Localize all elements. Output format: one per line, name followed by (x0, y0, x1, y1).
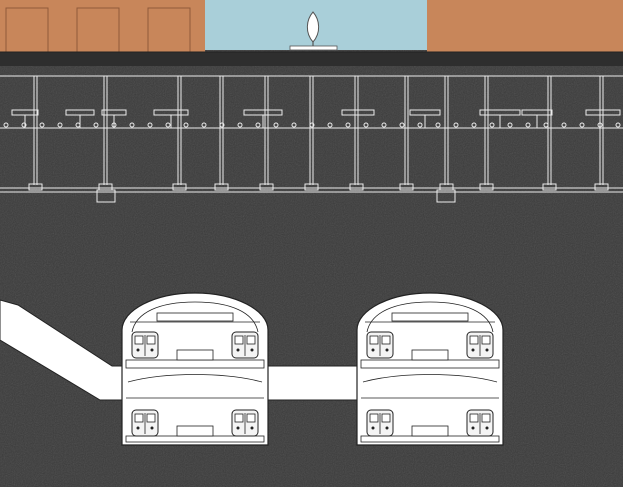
fixture (165, 122, 171, 128)
mezzanine-arch (127, 374, 263, 383)
mezzanine-arch (362, 374, 498, 383)
center-platform (411, 349, 449, 361)
ventilation-duct (156, 312, 234, 322)
fixture (183, 122, 189, 128)
center-platform (176, 425, 214, 437)
fixture (237, 122, 243, 128)
ground-left-block (0, 0, 205, 52)
fixture (399, 122, 405, 128)
upper-deck (125, 359, 265, 369)
column-footing (214, 183, 229, 191)
column-footing (28, 183, 43, 191)
fixture (273, 122, 279, 128)
fixture (417, 122, 423, 128)
tree-icon (289, 11, 338, 51)
tunnels (121, 292, 504, 446)
column-footing (542, 183, 557, 191)
tunnel-shell (121, 292, 269, 446)
lower-deck (125, 435, 265, 443)
lower-deck (360, 435, 500, 443)
fixture (111, 122, 117, 128)
subway-car-icon (466, 331, 494, 359)
subway-car-icon (366, 409, 394, 437)
fixture (579, 122, 585, 128)
fixture (309, 122, 315, 128)
fixture (201, 122, 207, 128)
fixture (147, 122, 153, 128)
column-footing (259, 183, 274, 191)
subway-car-icon (131, 331, 159, 359)
fixture (291, 122, 297, 128)
cross-passage (261, 365, 359, 401)
tunnel-shell (356, 292, 504, 446)
fixture (75, 122, 81, 128)
center-platform (176, 349, 214, 361)
column-footing (172, 183, 187, 191)
subway-car-icon (231, 331, 259, 359)
column-footing (594, 183, 609, 191)
connecting-passage (0, 299, 359, 401)
upper-deck (360, 359, 500, 369)
ventilation-duct (391, 312, 469, 322)
fixture (219, 122, 225, 128)
center-platform (411, 425, 449, 437)
fixture (39, 122, 45, 128)
fixture (21, 122, 27, 128)
fixture (363, 122, 369, 128)
column-footing (479, 183, 494, 191)
fixture (597, 122, 603, 128)
ground-right-block (427, 0, 623, 52)
fixture (489, 122, 495, 128)
fixture (615, 122, 621, 128)
fixture (57, 122, 63, 128)
fixture (345, 122, 351, 128)
subway-car-icon (231, 409, 259, 437)
tunnel (356, 292, 504, 446)
tunnel (121, 292, 269, 446)
shallow-structure (0, 75, 623, 203)
street-level (0, 0, 623, 66)
fixture (525, 122, 531, 128)
fixture (129, 122, 135, 128)
fixture (543, 122, 549, 128)
subway-car-icon (466, 409, 494, 437)
fixture (381, 122, 387, 128)
fixture (93, 122, 99, 128)
subway-car-icon (366, 331, 394, 359)
fixture (3, 122, 9, 128)
column-footing (304, 183, 319, 191)
fixture (561, 122, 567, 128)
sump-box (96, 189, 116, 203)
fixture (471, 122, 477, 128)
road-slab (0, 52, 623, 66)
subway-car-icon (131, 409, 159, 437)
fixture (327, 122, 333, 128)
column-footing (349, 183, 364, 191)
sump-box (436, 189, 456, 203)
fixture (453, 122, 459, 128)
fixture (435, 122, 441, 128)
column-footing (399, 183, 414, 191)
fixture (255, 122, 261, 128)
fixture (507, 122, 513, 128)
